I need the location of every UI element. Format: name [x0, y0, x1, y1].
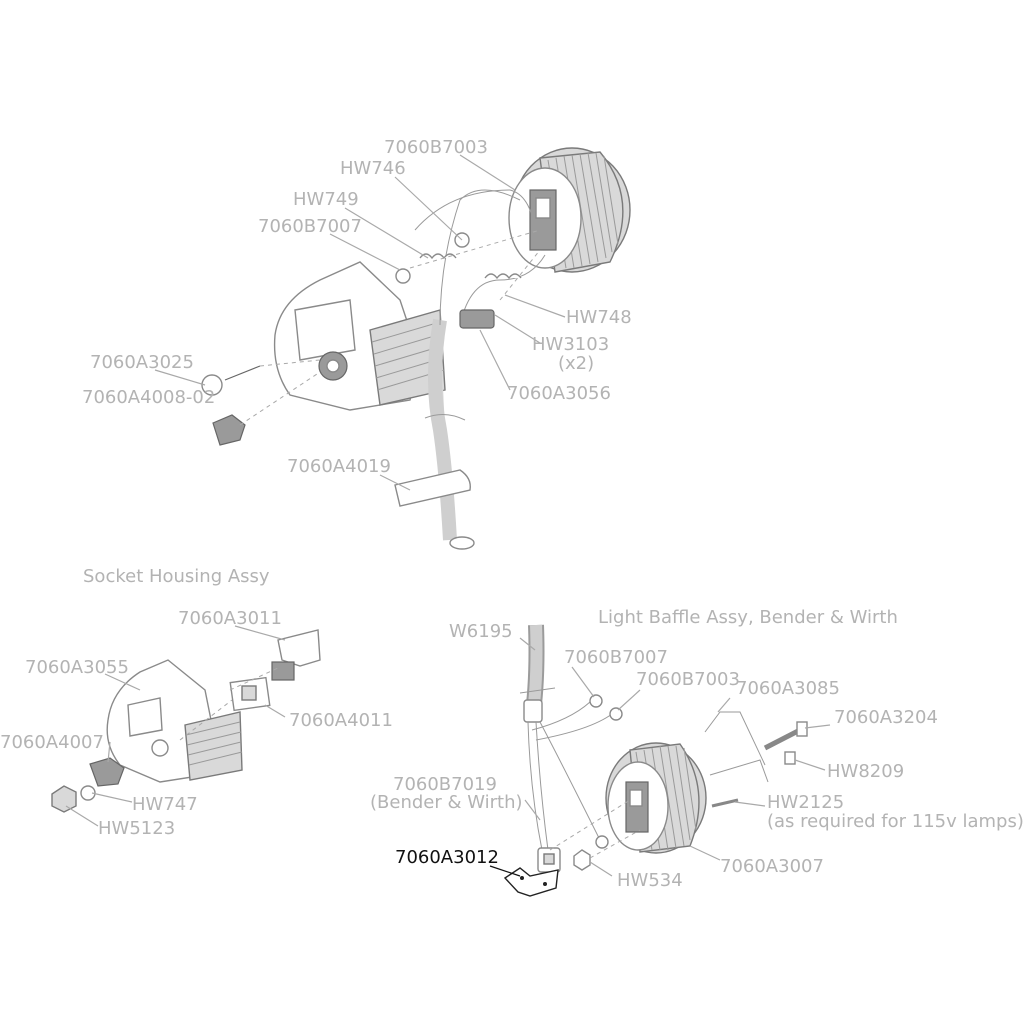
label-top-HW3103-qty: (x2)	[558, 353, 594, 374]
label-sh-7060A3055: 7060A3055	[25, 657, 129, 678]
socket-housing-assembly	[51, 629, 321, 813]
label-top-HW749: HW749	[293, 189, 359, 210]
section-title-socket-housing: Socket Housing Assy	[83, 566, 270, 587]
top-assembly	[201, 147, 631, 550]
label-top-7060A3025: 7060A3025	[90, 352, 194, 373]
label-lb-HW2125-note: (as required for 115v lamps)	[767, 811, 1024, 832]
label-lb-7060B7019-note: (Bender & Wirth)	[370, 792, 523, 813]
label-lb-HW8209: HW8209	[827, 761, 904, 782]
label-sh-7060A3011: 7060A3011	[178, 608, 282, 629]
label-top-7060B7003: 7060B7003	[384, 137, 488, 158]
label-top-HW746: HW746	[340, 158, 406, 179]
label-top-7060A3056: 7060A3056	[507, 383, 611, 404]
label-lb-7060B7019: 7060B7019	[393, 774, 497, 795]
top-lamp-housing	[508, 147, 631, 273]
socket-housing-leaders	[65, 625, 286, 827]
label-lb-HW2125: HW2125	[767, 792, 844, 813]
label-sh-HW747: HW747	[132, 794, 198, 815]
label-lb-HW534: HW534	[617, 870, 683, 891]
label-top-HW3103: HW3103	[532, 334, 609, 355]
label-top-7060A4008: 7060A4008-02	[82, 387, 215, 408]
label-lb-7060B7007: 7060B7007	[564, 647, 668, 668]
section-title-light-baffle: Light Baffle Assy, Bender & Wirth	[598, 607, 898, 628]
bracket-7060A3012	[503, 867, 559, 897]
label-lb-7060A3085: 7060A3085	[736, 678, 840, 699]
light-baffle-assembly	[503, 624, 808, 897]
label-top-7060A4019: 7060A4019	[287, 456, 391, 477]
label-lb-7060A3012: 7060A3012	[395, 847, 499, 868]
light-baffle-leaders	[489, 637, 831, 877]
top-socket-housing	[273, 261, 446, 411]
label-lb-7060B7003: 7060B7003	[636, 669, 740, 690]
label-top-7060B7007: 7060B7007	[258, 216, 362, 237]
label-lb-W6195: W6195	[449, 621, 513, 642]
top-leaders	[154, 154, 566, 491]
top-strap	[394, 469, 471, 507]
label-sh-7060A4007: 7060A4007	[0, 732, 104, 753]
label-sh-HW5123: HW5123	[98, 818, 175, 839]
label-top-HW748: HW748	[566, 307, 632, 328]
top-cable	[424, 318, 475, 550]
label-lb-7060A3007: 7060A3007	[720, 856, 824, 877]
label-sh-7060A4011: 7060A4011	[289, 710, 393, 731]
label-lb-7060A3204: 7060A3204	[834, 707, 938, 728]
